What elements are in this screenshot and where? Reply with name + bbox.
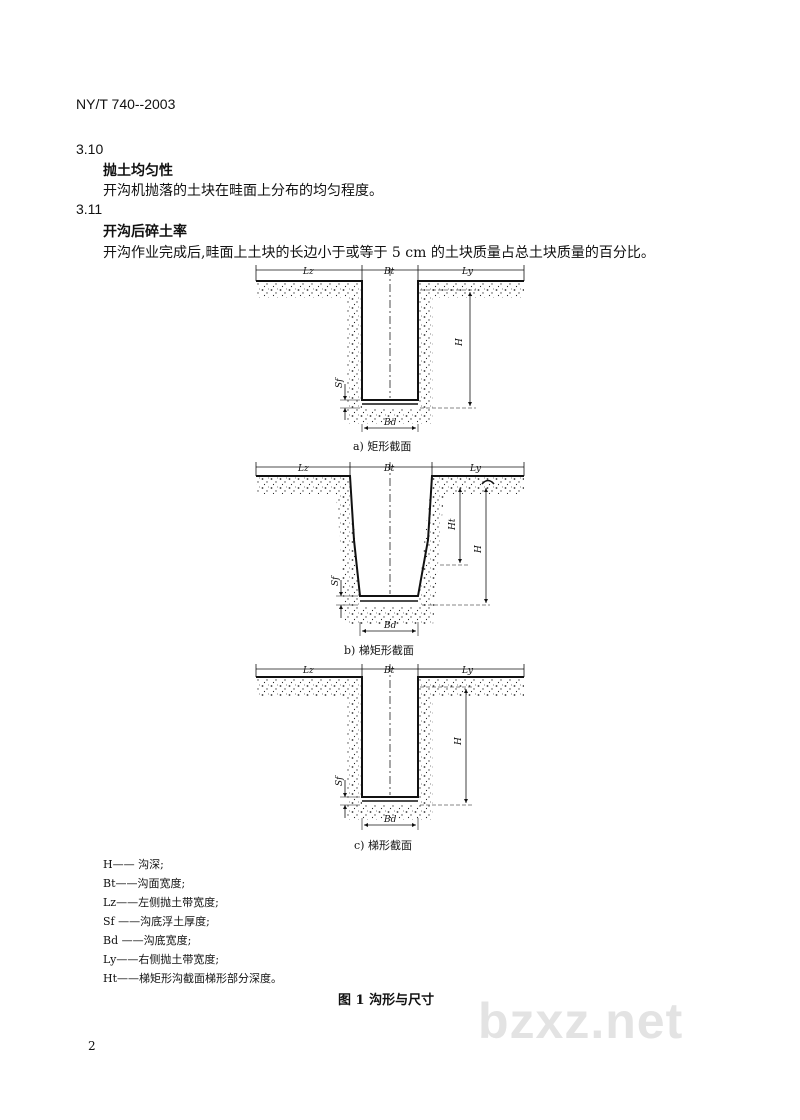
watermark: bzxz.net (478, 993, 684, 1049)
figure-title: 图 1 沟形与尺寸 (338, 993, 435, 1008)
bd-label: Bd (383, 621, 397, 631)
trench-outline (256, 280, 524, 401)
soil-fill (256, 677, 524, 820)
sf-label: Sf (331, 575, 341, 586)
legend-item: Sf ——沟底浮土厚度; (103, 915, 210, 928)
soil-fill (256, 281, 524, 424)
figure-b-trapezoid-rectangular-section: Lz Bt Ly Ht H Sf Bd (255, 462, 525, 636)
lz-label: Lz (297, 464, 309, 474)
legend-item: Bt——沟面宽度; (103, 877, 186, 890)
sf-label: Sf (335, 775, 345, 786)
figure-c-trapezoidal-section: Lz Bt Ly H Sf Bd (255, 664, 525, 830)
section-number: 3.10 (76, 141, 104, 157)
sf-label: Sf (335, 377, 345, 388)
term-title: 抛土均匀性 (103, 163, 173, 179)
h-label: H (454, 737, 464, 746)
lz-label: Lz (302, 666, 314, 676)
h-label: H (474, 545, 484, 554)
term-definition: 开沟作业完成后,畦面上土块的长边小于或等于 5 cm 的土块质量占总土块质量的百… (103, 245, 655, 261)
symbol-legend: H—— 沟深; Bt——沟面宽度; Lz——左侧抛土带宽度; Sf ——沟底浮土… (103, 855, 282, 988)
bd-label: Bd (383, 815, 397, 825)
term-title: 开沟后碎土率 (103, 224, 187, 240)
ly-label: Ly (469, 464, 482, 474)
figure-b-caption: b) 梯矩形截面 (344, 644, 414, 657)
lz-label: Lz (302, 267, 314, 277)
document-code: NY/T 740--2003 (76, 96, 176, 112)
legend-item: Ly——右侧抛土带宽度; (103, 953, 220, 966)
legend-item: Ht——梯矩形沟截面梯形部分深度。 (103, 972, 283, 985)
legend-item: H—— 沟深; (103, 858, 164, 871)
figure-a-rectangular-section: Lz Bt Ly H Sf Bd (255, 265, 525, 432)
bd-label: Bd (383, 418, 397, 428)
legend-item: Bd ——沟底宽度; (103, 934, 192, 947)
figure-a-caption: a) 矩形截面 (353, 440, 412, 453)
bt-label: Bt (383, 267, 395, 277)
section-number: 3.11 (76, 201, 103, 217)
ly-label: Ly (461, 267, 474, 277)
soil-clod (481, 479, 495, 485)
bt-label: Bt (383, 464, 395, 474)
legend-item: Lz——左侧抛土带宽度; (103, 896, 219, 909)
page-number: 2 (88, 1039, 96, 1053)
ht-label: Ht (448, 518, 458, 531)
term-definition: 开沟机抛落的土块在畦面上分布的均匀程度。 (103, 183, 383, 199)
soil-fill (256, 476, 524, 625)
h-label: H (455, 338, 465, 347)
figure-c-caption: c) 梯形截面 (354, 839, 412, 852)
trench-outline (256, 475, 524, 597)
ly-label: Ly (461, 666, 474, 676)
bt-label: Bt (383, 666, 395, 676)
trench-outline (256, 676, 524, 798)
